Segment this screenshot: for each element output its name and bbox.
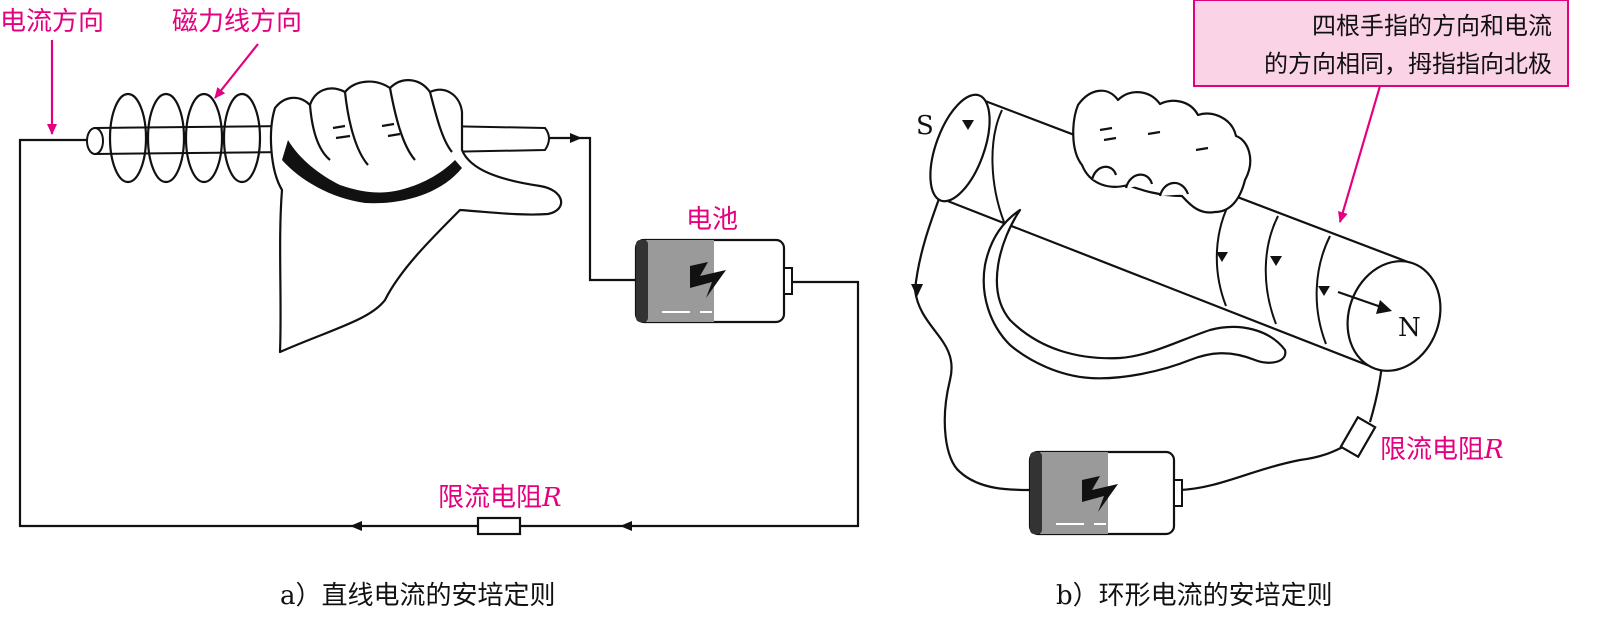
- panel-b-loop-current: 四根手指的方向和电流 的方向相同，拇指指向北极: [911, 0, 1569, 611]
- panel-a-caption: a）直线电流的安培定则: [280, 581, 556, 611]
- panel-b-caption: b）环形电流的安培定则: [1056, 581, 1333, 611]
- field-ring-4: [222, 92, 262, 184]
- panel-a-current-arrows: [350, 133, 632, 531]
- panel-a-straight-current: 电流方向 磁力线方向 电池 限流电阻R a）直线电流的安培定则: [0, 7, 860, 611]
- north-arrow: [1337, 290, 1385, 310]
- panel-a-circuit-wire: [18, 136, 860, 528]
- field-line-direction-label: 磁力线方向: [172, 7, 302, 37]
- resistor-label-text: 限流电阻: [1380, 435, 1484, 465]
- callout-pointer: [1338, 85, 1382, 223]
- north-arrowhead: [1376, 300, 1392, 314]
- callout-line-2: 的方向相同，拇指指向北极: [1264, 50, 1552, 78]
- wire-arrow-bottom-right: [620, 521, 632, 531]
- panel-a-resistor-label: 限流电阻R: [438, 483, 562, 513]
- pole-s-label: S: [916, 111, 934, 141]
- wire-arrow-top-right: [570, 133, 582, 143]
- solenoid-end-n: [1346, 260, 1442, 372]
- resistor-symbol: R: [1483, 435, 1504, 465]
- field-ring-2: [146, 92, 186, 184]
- panel-b-coil-arrows: [962, 120, 1330, 296]
- battery-bolt-icon: [690, 262, 726, 298]
- field-ring-3: [184, 92, 224, 184]
- field-ring-1: [108, 92, 148, 184]
- panel-b-wire-arrow: [911, 284, 923, 297]
- battery-bolt-icon: [1082, 476, 1118, 512]
- panel-a-resistor: [476, 516, 522, 536]
- resistor-symbol: R: [541, 483, 562, 513]
- pole-n-label: N: [1398, 313, 1421, 343]
- panel-b-resistor: [1339, 415, 1377, 459]
- current-direction-label: 电流方向: [0, 7, 104, 37]
- panel-a-field-rings: [108, 92, 262, 184]
- callout-line-1: 四根手指的方向和电流: [1312, 12, 1552, 40]
- panel-a-right-hand: [269, 79, 563, 354]
- resistor-label-text: 限流电阻: [438, 483, 542, 513]
- solenoid-end-s: [929, 93, 991, 203]
- field-line-direction-pointer: [214, 43, 259, 99]
- panel-a-conductor-rod: [86, 124, 550, 156]
- wire-arrow-bottom-left: [350, 521, 362, 531]
- panel-b-solenoid: [929, 93, 1442, 372]
- panel-b-right-hand: [982, 89, 1287, 380]
- panel-a-hand-shadow: [282, 140, 462, 204]
- panel-a-battery: [634, 238, 793, 324]
- battery-label: 电池: [686, 205, 738, 235]
- panel-b-resistor-label: 限流电阻R: [1380, 435, 1504, 465]
- callout-box: [1193, 0, 1569, 87]
- panel-b-battery: [1028, 450, 1183, 536]
